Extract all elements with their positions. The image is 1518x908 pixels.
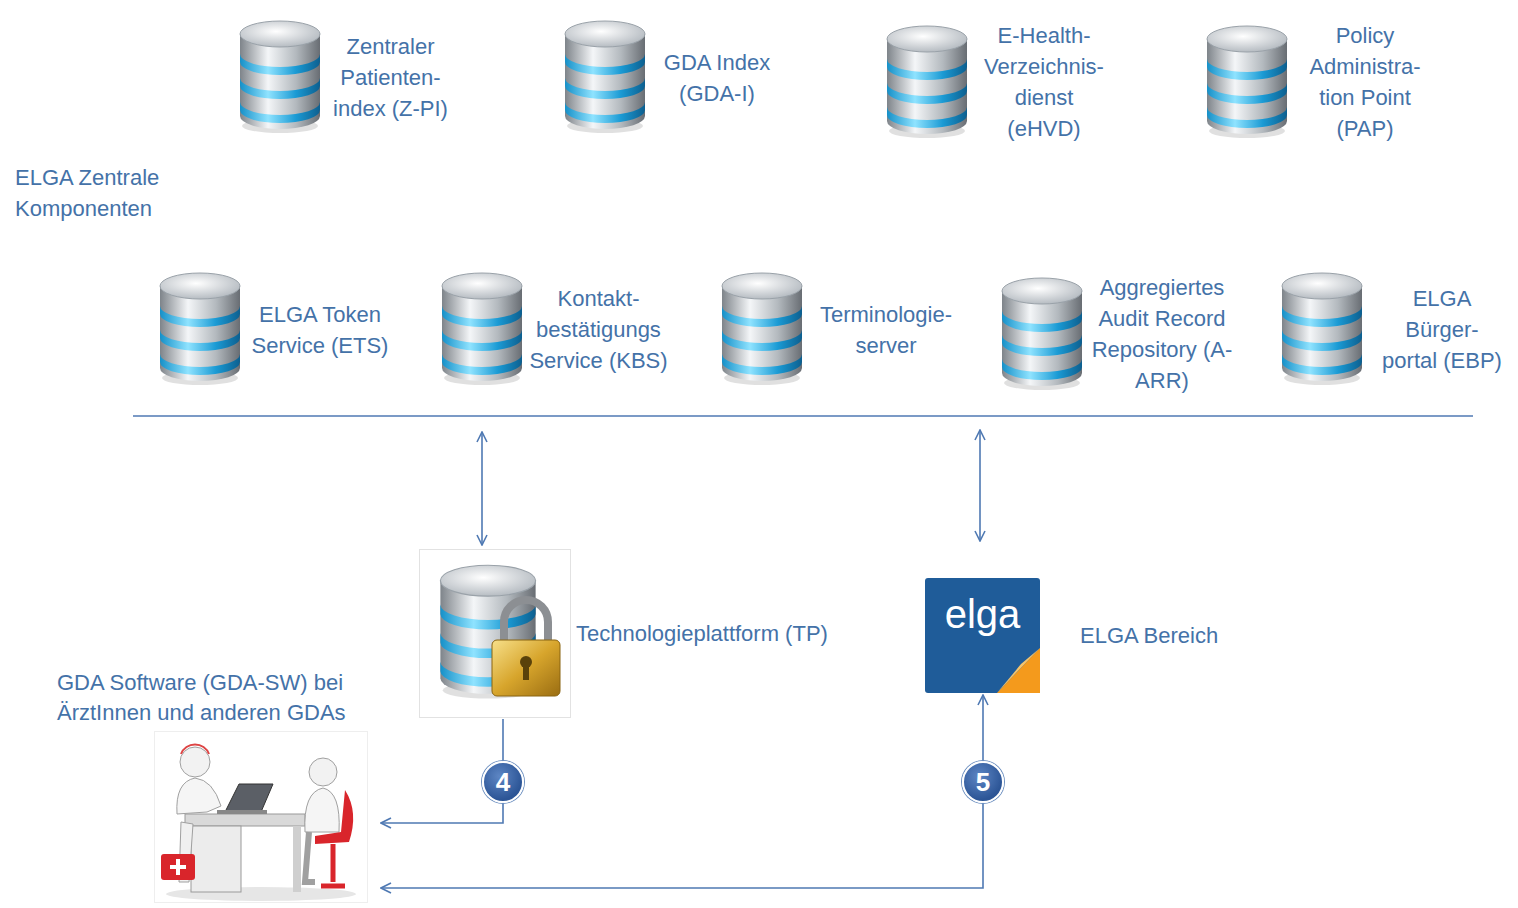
- component-node: Zentraler Patienten- index (Z-PI): [238, 20, 453, 135]
- bus-line: [133, 415, 1473, 417]
- database-icon: [1000, 277, 1084, 392]
- node-label: ELGA Bürger- portal (EBP): [1378, 283, 1506, 376]
- node-label: Technologieplattform (TP): [576, 618, 828, 649]
- doctor-illustration: [155, 732, 367, 902]
- bus-link-arrow: [979, 430, 981, 541]
- callout-number: 4: [482, 761, 524, 803]
- database-icon: [238, 20, 322, 135]
- system-node: Technologieplattform (TP): [420, 550, 828, 717]
- component-node: Kontakt- bestätigungs Service (KBS): [440, 272, 671, 387]
- component-node: GDA Index (GDA-I): [563, 20, 777, 135]
- component-node: ELGA Bürger- portal (EBP): [1280, 272, 1506, 387]
- system-node: GDA Software (GDA-SW) bei ÄrztInnen und …: [57, 668, 379, 902]
- database-icon: [563, 20, 647, 135]
- elga-logo: elga: [925, 578, 1040, 693]
- component-node: Aggregiertes Audit Record Repository (A-…: [1000, 272, 1236, 396]
- logo-text: elga: [925, 592, 1040, 636]
- database-icon: [440, 272, 524, 387]
- component-node: Policy Administra- tion Point (PAP): [1205, 20, 1431, 144]
- group-label: ELGA Zentrale Komponenten: [15, 162, 190, 224]
- database-icon: [1280, 272, 1364, 387]
- database-icon: [158, 272, 242, 387]
- component-node: E-Health- Verzeichnis- dienst (eHVD): [885, 20, 1113, 144]
- node-label: Zentraler Patienten- index (Z-PI): [328, 31, 453, 124]
- node-label: Kontakt- bestätigungs Service (KBS): [526, 283, 671, 376]
- node-label: Aggregiertes Audit Record Repository (A-…: [1088, 272, 1236, 396]
- node-label: GDA Software (GDA-SW) bei ÄrztInnen und …: [57, 668, 379, 728]
- node-label: GDA Index (GDA-I): [657, 47, 777, 109]
- connector-arrow: [381, 695, 983, 888]
- database-icon: [1205, 25, 1289, 140]
- node-label: ELGA Token Service (ETS): [250, 299, 390, 361]
- callout-number: 5: [962, 761, 1004, 803]
- system-node: elgaELGA Bereich: [925, 578, 1218, 693]
- database-icon: [885, 25, 969, 140]
- node-label: Terminologie- server: [810, 299, 962, 361]
- bus-link-arrow: [481, 432, 483, 545]
- component-node: Terminologie- server: [720, 272, 962, 387]
- node-label: Policy Administra- tion Point (PAP): [1299, 20, 1431, 144]
- database-icon: [720, 272, 804, 387]
- node-label: E-Health- Verzeichnis- dienst (eHVD): [975, 20, 1113, 144]
- node-label: ELGA Bereich: [1080, 620, 1218, 651]
- component-node: ELGA Token Service (ETS): [158, 272, 390, 387]
- secured-database-icon: [420, 550, 570, 717]
